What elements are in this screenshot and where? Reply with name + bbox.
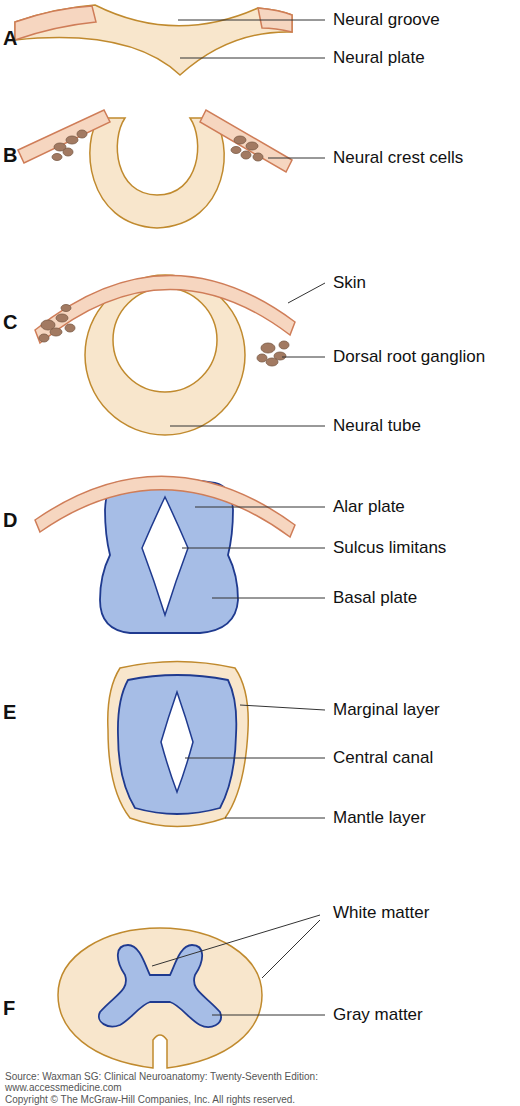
part-label: Neural tube — [333, 417, 421, 436]
lumen — [142, 497, 188, 615]
part-label: Dorsal root ganglion — [333, 348, 485, 367]
panel-letter: A — [3, 27, 17, 49]
part-label: Neural groove — [333, 11, 440, 30]
marginal-layer-shape — [108, 662, 248, 827]
ectoderm-strip — [200, 110, 292, 172]
mantle-layer-shape — [118, 675, 236, 814]
neural-tube-plates — [100, 479, 238, 633]
neural-canal — [113, 288, 217, 392]
leader-lines — [152, 20, 325, 1015]
panel-letter: E — [3, 701, 16, 723]
gray-matter-shape — [99, 945, 221, 1027]
panel-d — [35, 476, 295, 633]
part-label: Skin — [333, 274, 366, 293]
panel-letter: C — [3, 311, 17, 333]
part-label: Sulcus limitans — [333, 539, 446, 558]
ectoderm-end — [15, 6, 96, 40]
panel-letter: D — [3, 509, 17, 531]
part-label: Alar plate — [333, 498, 405, 517]
skin-band — [35, 275, 295, 343]
panel-a — [15, 5, 292, 75]
neural-fold-shape — [90, 118, 224, 228]
part-label: White matter — [333, 904, 429, 923]
part-label: Central canal — [333, 749, 433, 768]
part-label: Basal plate — [333, 589, 417, 608]
panel-b — [18, 110, 292, 228]
part-label: Mantle layer — [333, 809, 426, 828]
central-canal-shape — [161, 692, 193, 792]
crest-cells — [52, 130, 263, 161]
ganglion-cells — [39, 305, 289, 367]
part-label: Marginal layer — [333, 701, 440, 720]
copyright-note: Copyright © The McGraw-Hill Companies, I… — [5, 1094, 295, 1105]
panel-letter: B — [3, 144, 17, 166]
part-label: Neural crest cells — [333, 149, 463, 168]
ectoderm-strip — [18, 110, 110, 163]
source-note: Source: Waxman SG: Clinical Neuroanatomy… — [5, 1071, 318, 1082]
panel-c — [35, 275, 295, 435]
panel-letter: F — [3, 997, 15, 1019]
white-matter-shape — [58, 928, 262, 1068]
panel-f — [58, 928, 262, 1068]
source-note: www.accessmedicine.com — [5, 1082, 122, 1093]
part-label: Gray matter — [333, 1006, 423, 1025]
neural-plate-shape — [15, 5, 292, 75]
panel-e — [108, 662, 248, 827]
part-label: Neural plate — [333, 49, 425, 68]
